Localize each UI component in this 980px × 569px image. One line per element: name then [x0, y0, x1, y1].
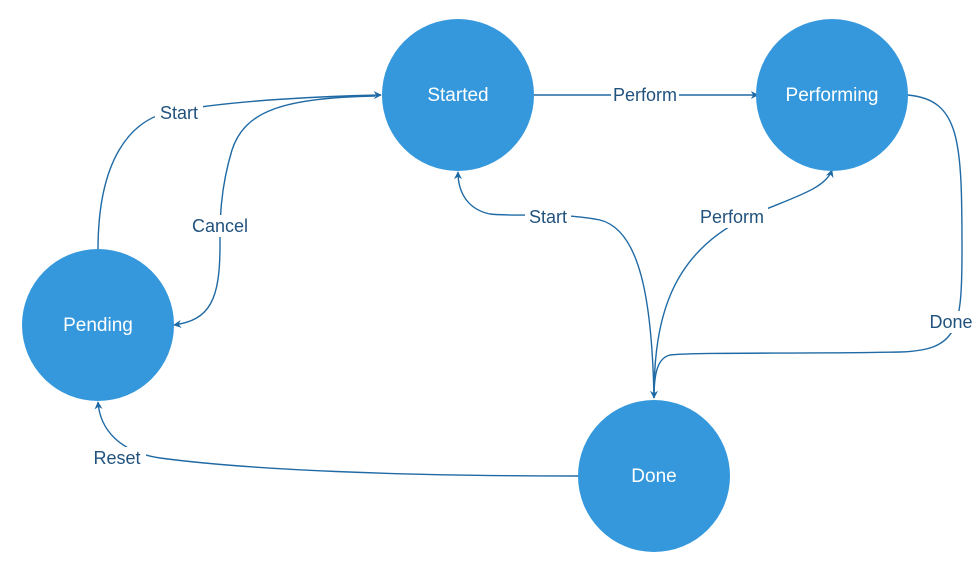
edge-label-done-to-started: Start: [529, 207, 567, 227]
node-started-circle: [382, 19, 534, 171]
edge-label-performing-to-done: Done: [929, 312, 972, 332]
node-performing-circle: [756, 19, 908, 171]
edge-started-to-pending[interactable]: [173, 95, 376, 328]
edge-label-pending-to-started: Start: [160, 103, 198, 123]
node-pending-label: Pending: [63, 315, 133, 336]
node-done-circle: [578, 400, 730, 552]
node-pending-circle: [22, 249, 174, 401]
node-pending[interactable]: Pending: [22, 249, 174, 401]
nodes: Started Performing Pending Done: [22, 19, 908, 552]
edge-label-done-to-pending: Reset: [93, 448, 140, 468]
edge-done-to-pending[interactable]: [94, 401, 581, 477]
edge-performing-to-done[interactable]: [650, 94, 963, 399]
node-done[interactable]: Done: [578, 400, 730, 552]
node-started[interactable]: Started: [382, 19, 534, 171]
edge-label-started-to-performing: Perform: [613, 85, 677, 105]
node-started-label: Started: [427, 85, 488, 106]
node-done-label: Done: [631, 466, 676, 487]
node-performing[interactable]: Performing: [756, 19, 908, 171]
edge-done-to-performing[interactable]: [653, 169, 834, 399]
edge-label-done-to-performing: Perform: [700, 207, 764, 227]
edge-done-to-started[interactable]: [454, 171, 655, 399]
edges: [94, 91, 963, 477]
edge-labels: Perform Start Cancel Start Perform Done …: [88, 84, 978, 469]
edge-label-started-to-pending: Cancel: [192, 216, 248, 236]
node-performing-label: Performing: [786, 85, 879, 106]
